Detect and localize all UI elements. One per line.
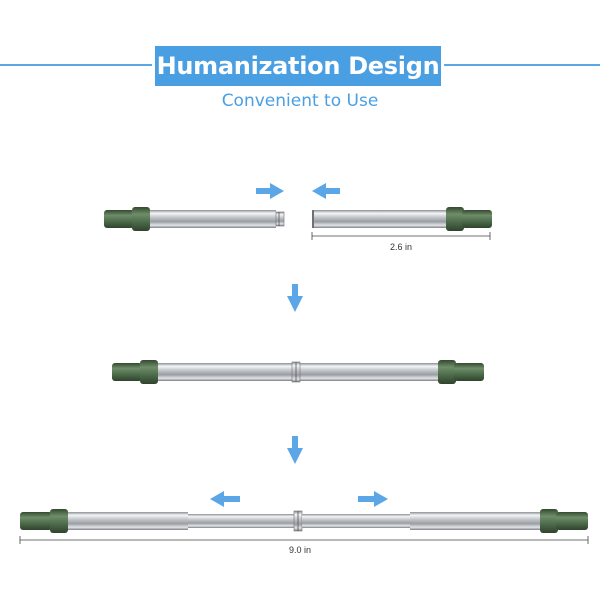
- extended-left-cap-outer: [20, 512, 52, 530]
- segment-dimension: 2.6 in: [311, 232, 491, 252]
- join-arrow-right-icon: [256, 183, 284, 199]
- extend-arrow-right-icon: [358, 491, 388, 507]
- right-end-cap-outer: [462, 210, 492, 228]
- extended-right-cap-collar: [540, 509, 558, 533]
- segment-length-label: 2.6 in: [390, 242, 412, 252]
- down-arrow-icon: [287, 436, 303, 464]
- extended-left-cap-collar: [50, 509, 68, 533]
- right-segment: [312, 207, 492, 231]
- left-tube-connector: [275, 211, 285, 227]
- extended-outer-tube-left: [68, 512, 188, 530]
- right-end-cap-collar: [446, 207, 464, 231]
- extended-length-label: 9.0 in: [289, 545, 311, 555]
- left-end-cap-outer: [104, 210, 134, 228]
- joined-left-cap-collar: [140, 360, 158, 384]
- header-divider-left: [0, 64, 152, 66]
- joined-left-cap-outer: [112, 363, 142, 381]
- separated-segments: 2.6 in: [104, 183, 492, 252]
- page-subtitle: Convenient to Use: [221, 91, 379, 111]
- right-steel-tube: [314, 210, 446, 228]
- extended-outer-tube-right: [410, 512, 540, 530]
- extend-arrow-left-icon: [210, 491, 240, 507]
- down-arrow-icon: [287, 284, 303, 312]
- left-end-cap-collar: [132, 207, 150, 231]
- extended-right-cap-outer: [556, 512, 588, 530]
- header-divider-right: [444, 64, 600, 66]
- left-steel-tube: [150, 210, 276, 228]
- extended-inner-tube-left: [188, 514, 296, 528]
- extended-dimension: 9.0 in: [19, 536, 589, 555]
- join-arrow-left-icon: [312, 183, 340, 199]
- joined-right-cap-collar: [438, 360, 456, 384]
- left-segment: [104, 207, 285, 231]
- extended-rod: 9.0 in: [19, 491, 589, 555]
- joined-right-cap-outer: [454, 363, 484, 381]
- page-title: Humanization Design: [155, 46, 441, 86]
- joined-rod: [112, 360, 484, 384]
- extended-inner-tube-right: [302, 514, 410, 528]
